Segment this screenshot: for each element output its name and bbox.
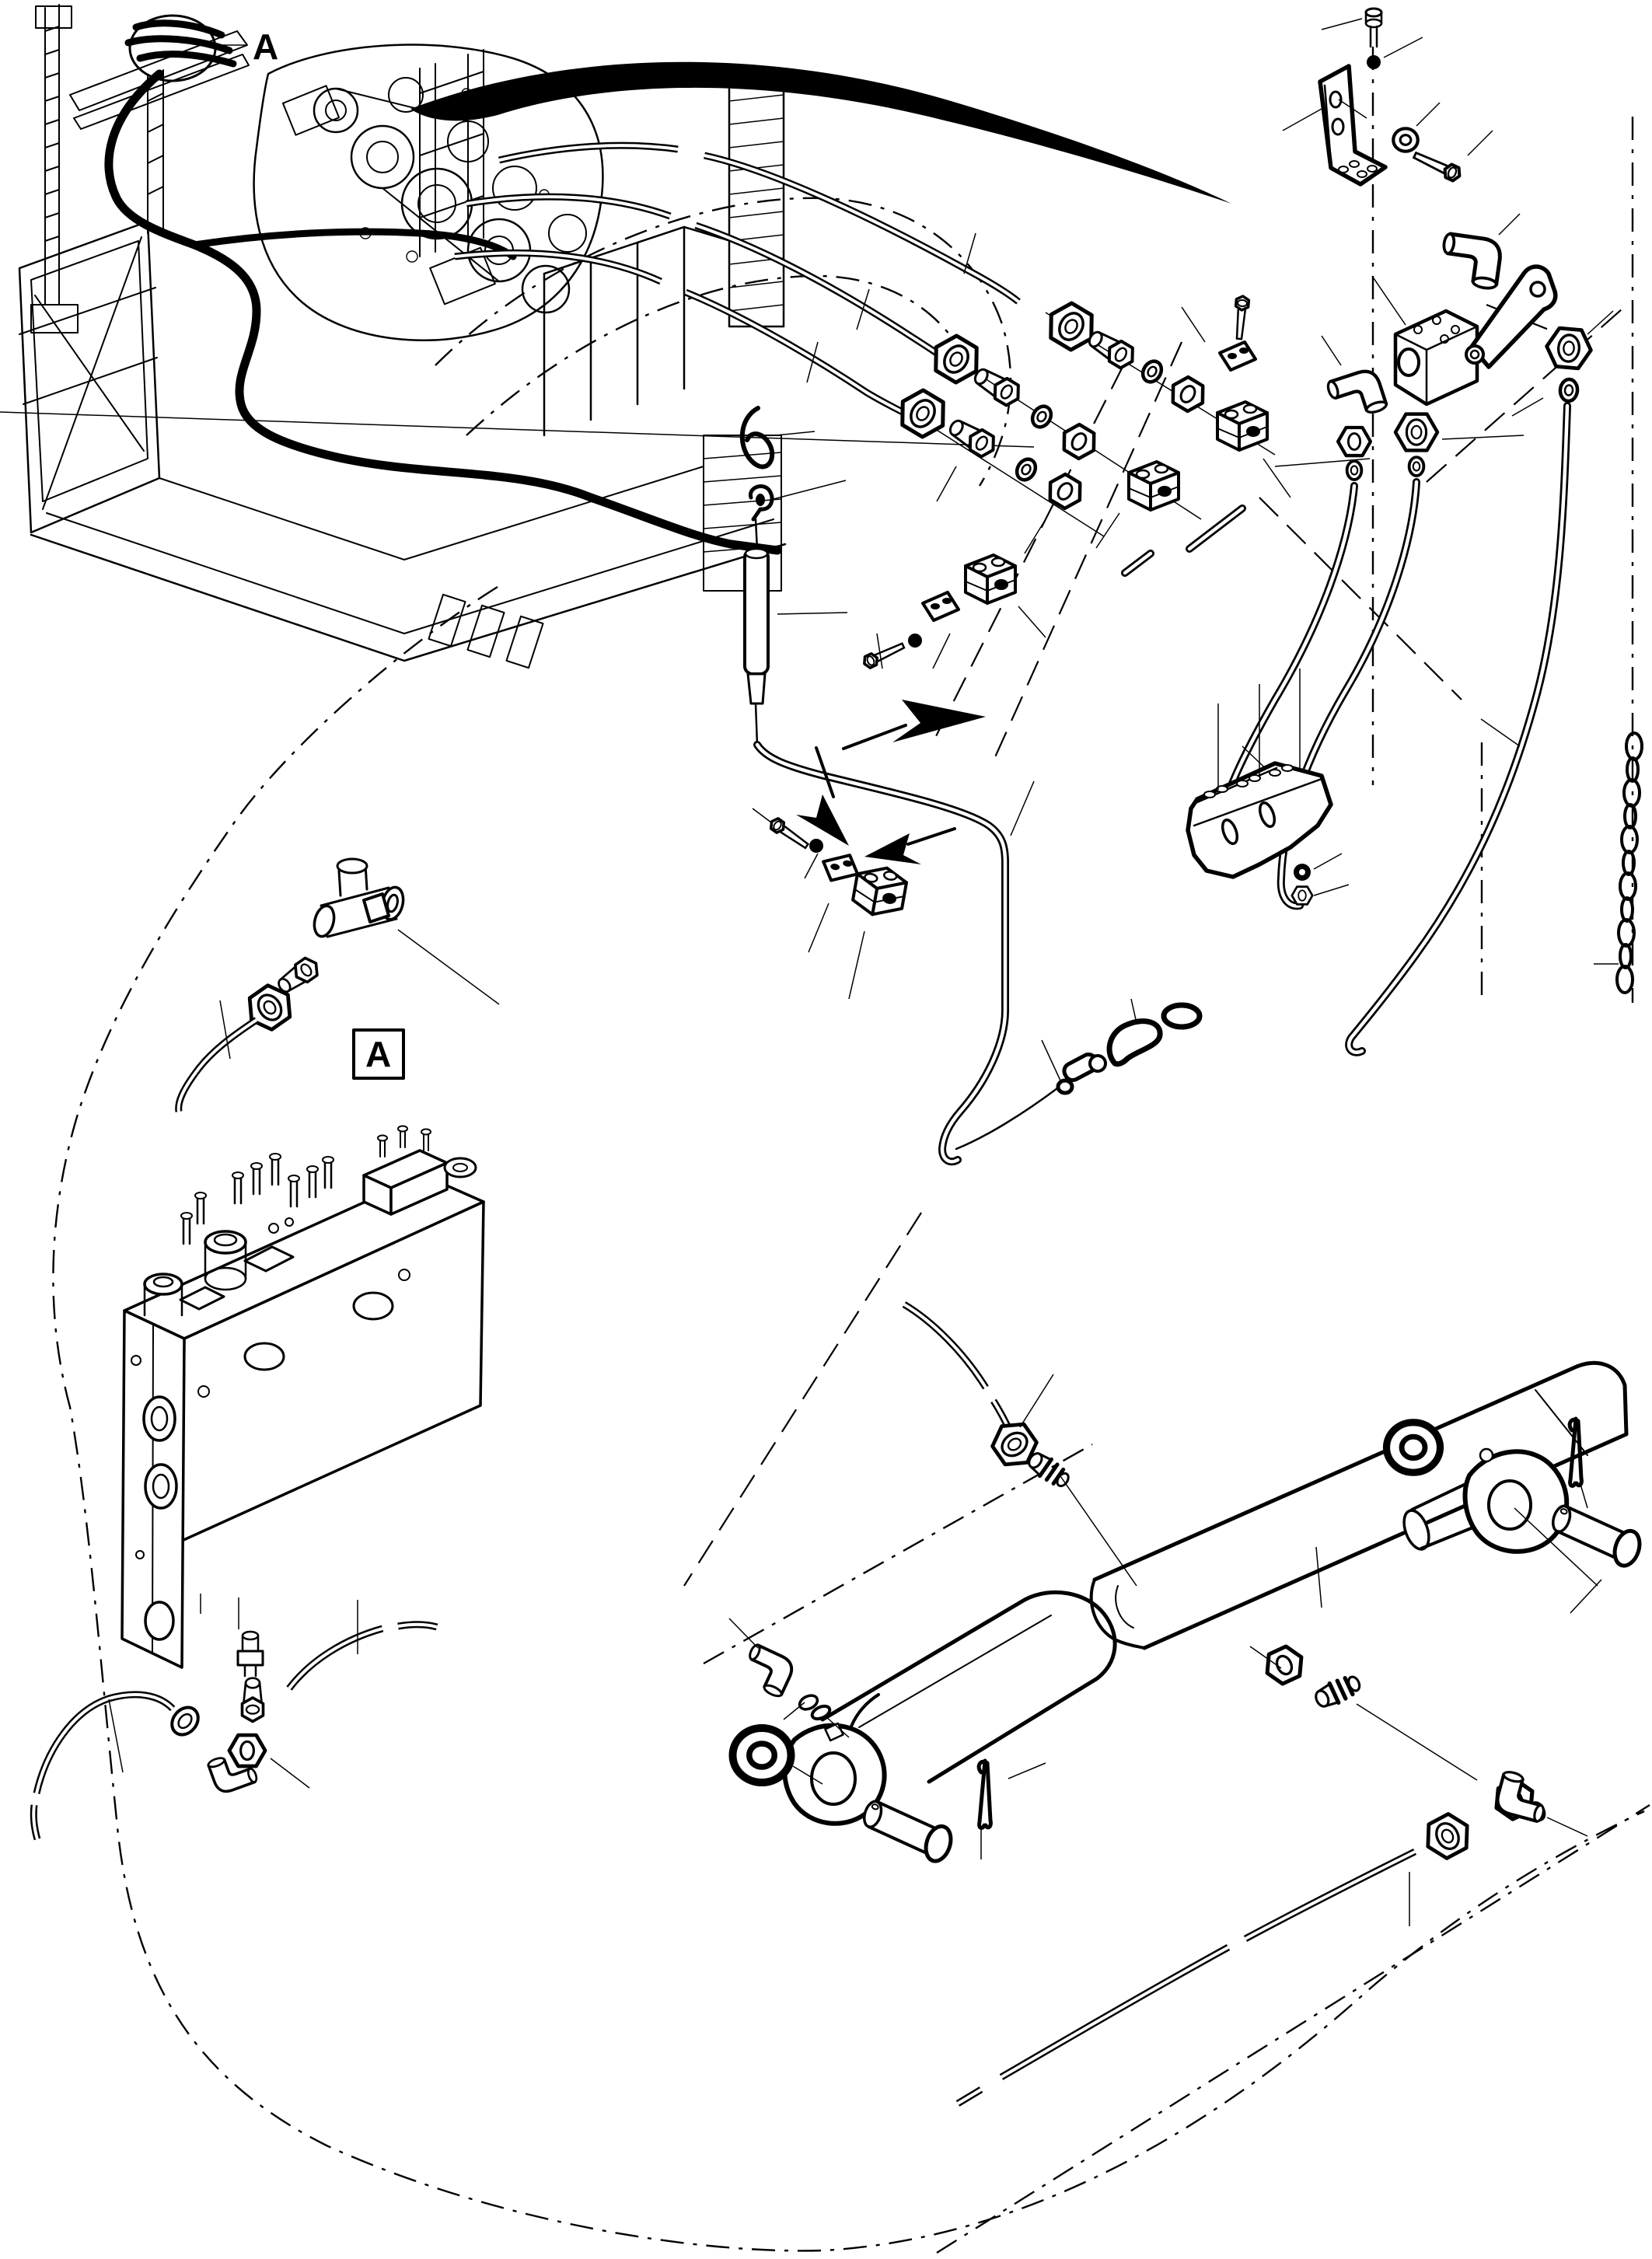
drop-tube — [753, 741, 1009, 1166]
angle-bracket-assembly — [1282, 7, 1493, 187]
right-towers — [419, 49, 785, 592]
washer-rod-end — [1387, 1423, 1441, 1472]
cooler-box — [18, 220, 161, 534]
mast-frame — [30, 4, 79, 333]
swivel-clasp — [1041, 1039, 1107, 1095]
o-ring — [1161, 1002, 1203, 1030]
steel-tubes — [1212, 402, 1571, 1056]
clevis-pin-top — [1546, 1504, 1645, 1569]
detail-box — [352, 1028, 405, 1080]
straight-fitting — [236, 1630, 264, 1678]
machine-assembly-overview: A — [18, 4, 787, 669]
angle-bracket — [1282, 64, 1388, 187]
fitting-chain-2 — [0, 330, 1246, 553]
detail-a: A — [175, 857, 500, 1112]
hose-lower-right — [286, 1600, 438, 1691]
washer-barrel-end — [733, 1728, 791, 1782]
cotter-pin-bottom — [979, 1761, 990, 1828]
hose-lower-left — [30, 1691, 200, 1841]
lynch-pin — [739, 406, 775, 470]
elbow-top-right — [1439, 213, 1521, 289]
phantom-lines — [52, 47, 1650, 2254]
hex-bolt-right — [1412, 130, 1493, 183]
port-adapter — [240, 1676, 265, 1723]
lanyard-pin-assembly — [739, 406, 1203, 1166]
hose-swoosh-highlight — [410, 61, 1231, 204]
base-deck — [30, 466, 787, 669]
detail-circle — [128, 14, 217, 82]
barrel-port-fittings — [728, 1618, 850, 1738]
clamp-set-center — [752, 808, 910, 1000]
chain — [1594, 731, 1643, 994]
teardrop-clip — [1106, 1018, 1163, 1067]
hydraulic-hoses-upper — [454, 141, 1021, 419]
manifold-studs — [180, 1153, 334, 1245]
bolt-top — [1321, 7, 1383, 48]
hydraulic-manifold-block — [120, 1125, 485, 1669]
clamp-set-upper — [860, 553, 1046, 671]
clevis-pin-bottom — [857, 1800, 956, 1865]
machine-callout-label: A — [253, 26, 278, 67]
direction-arrows — [796, 700, 986, 864]
grip-pin — [743, 547, 848, 746]
port-elbow-nut — [205, 1735, 265, 1796]
top-beam-2 — [73, 54, 250, 130]
rod-eye — [1402, 1447, 1598, 1587]
hose-nut — [1419, 1809, 1476, 1863]
mid-lattice — [147, 69, 164, 234]
hose-cylinder-feed — [902, 1301, 1137, 1587]
lanyard-cable — [955, 1087, 1059, 1150]
ball-valve-assembly — [1274, 264, 1558, 481]
cotter-pin-top — [1570, 1419, 1581, 1486]
fitting-chain-1 — [1041, 294, 1291, 498]
manifold-sub-block — [362, 1125, 477, 1216]
valve-cartridges — [143, 1230, 295, 1317]
fitting-chain-3 — [892, 384, 1154, 577]
seal-washer-black — [1367, 55, 1381, 69]
valve-elbow-left — [1326, 368, 1388, 424]
snap-hook — [748, 484, 774, 522]
mounting-bracket — [1186, 669, 1350, 906]
valve-lever — [1465, 264, 1558, 369]
hose-bottom-right — [955, 1770, 1552, 2107]
nut-stack-right — [1511, 310, 1614, 417]
washer — [1393, 128, 1418, 151]
cylinder-barrel — [782, 1590, 1117, 1826]
detail-box-label: A — [365, 1034, 391, 1074]
manifold-port-fittings — [30, 1600, 438, 1841]
hydraulic-cylinder-assembly — [728, 1360, 1645, 1865]
tee-fitting — [313, 857, 500, 1005]
